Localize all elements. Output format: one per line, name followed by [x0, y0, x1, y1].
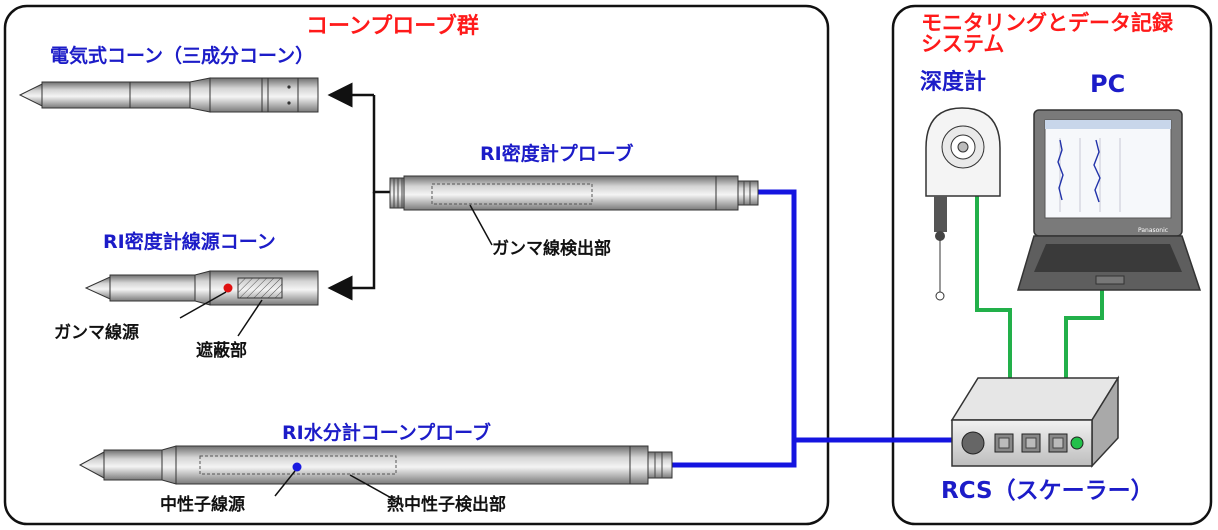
- probe-group-title: コーンプローブ群: [306, 14, 479, 39]
- callout-gamma-source: [179, 291, 227, 319]
- ri-density-probe-label: RI密度計プローブ: [480, 143, 634, 165]
- laptop-brand-label: Panasonic: [1138, 227, 1168, 234]
- pc-label: PC: [1090, 70, 1126, 98]
- ri-moisture-probe: [78, 445, 673, 485]
- electric-cone-probe: [18, 77, 319, 113]
- rcs-label: RCS（スケーラー）: [941, 478, 1154, 504]
- depth-meter-label: 深度計: [920, 70, 987, 95]
- callout-gamma-detector: [469, 204, 493, 246]
- gamma-source-label: ガンマ線源: [54, 323, 139, 343]
- gamma-detector-label: ガンマ線検出部: [492, 239, 611, 259]
- ri-moisture-probe-label: RI水分計コーンプローブ: [282, 422, 492, 444]
- ri-density-source-cone-label: RI密度計線源コーン: [103, 231, 276, 253]
- gamma-source-dot: [223, 283, 233, 293]
- ri-density-probe: [389, 175, 759, 211]
- laptop-pc: [1016, 109, 1202, 291]
- rcs-scaler-box: [950, 375, 1120, 468]
- electric-cone-label: 電気式コーン（三成分コーン）: [50, 45, 315, 67]
- connector-line-up: [372, 95, 390, 194]
- density-probe-cable: [672, 189, 797, 468]
- monitoring-group-title-line1: モニタリングとデータ記録: [921, 11, 1173, 35]
- pc-cable: [1064, 290, 1104, 378]
- thermal-neutron-detector-label: 熱中性子検出部: [387, 495, 506, 515]
- monitoring-group-title-line2: システム: [921, 32, 1005, 56]
- probe-group-frame: [3, 4, 830, 526]
- callout-neutron-source: [274, 470, 296, 497]
- monitoring-group-frame: [891, 4, 1213, 526]
- depth-meter-device: [925, 107, 1001, 301]
- neutron-source-dot: [292, 462, 302, 472]
- callout-thermal-detector: [349, 474, 396, 501]
- ri-density-source-cone: [84, 270, 319, 306]
- callout-shield: [237, 299, 263, 337]
- arrow-to-source-cone: [327, 192, 376, 301]
- neutron-source-label: 中性子線源: [160, 495, 245, 515]
- shield-label: 遮蔽部: [196, 341, 247, 361]
- depth-meter-cable: [975, 196, 1012, 380]
